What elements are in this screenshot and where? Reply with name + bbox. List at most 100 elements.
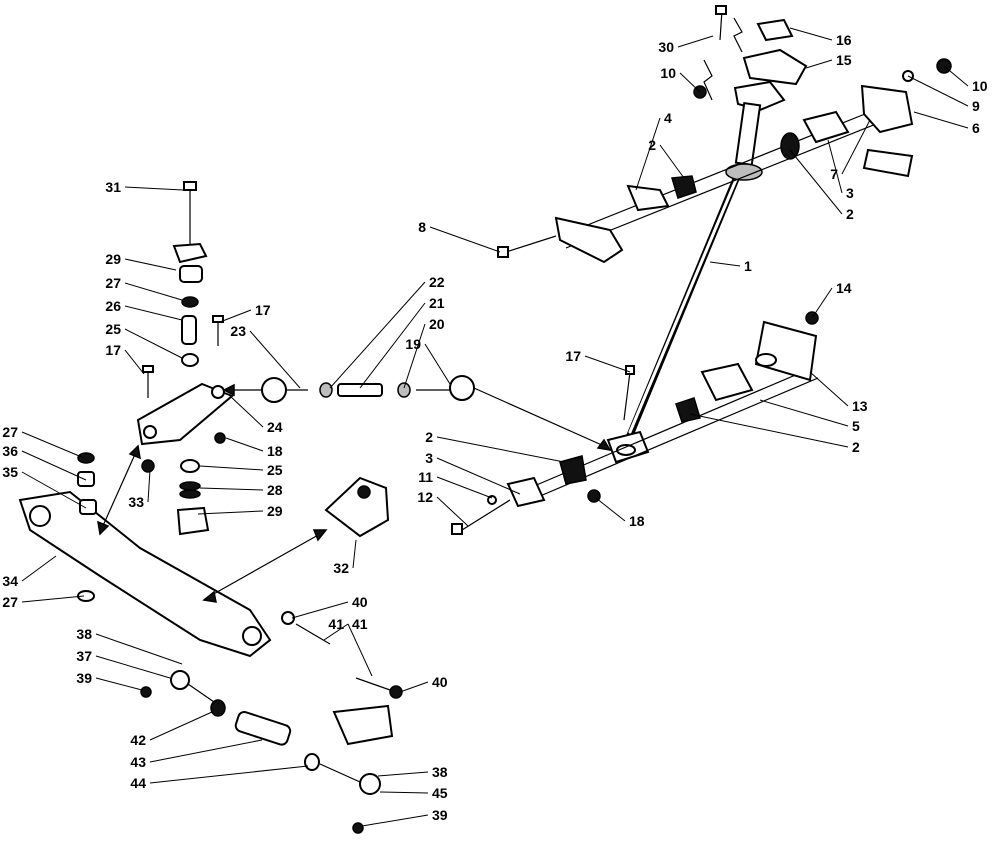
callout-c33: 33 — [128, 494, 144, 510]
callout-c6: 6 — [972, 120, 980, 136]
callout-c19: 19 — [405, 336, 421, 352]
callout-c29b: 29 — [267, 503, 283, 519]
leader-line-c3a — [827, 139, 843, 194]
callout-c18a: 18 — [267, 443, 283, 459]
leader-line-c38b — [377, 771, 429, 777]
callout-c36: 36 — [2, 443, 18, 459]
leader-line-c27c — [21, 595, 85, 603]
leader-line-c32 — [352, 539, 357, 569]
leader-line-c36 — [21, 450, 87, 481]
callout-c15: 15 — [836, 52, 852, 68]
callout-c22: 22 — [429, 274, 445, 290]
callout-c40a: 40 — [352, 594, 368, 610]
leader-line-c38a — [95, 633, 183, 665]
leader-line-c17b — [124, 349, 145, 375]
callout-c39a: 39 — [76, 670, 92, 686]
callout-c10a: 10 — [660, 65, 676, 81]
leader-line-c29b — [197, 510, 264, 515]
leader-line-c11 — [436, 476, 493, 499]
callout-c41a: 41 — [352, 616, 368, 632]
callout-c27b: 27 — [2, 424, 18, 440]
callout-c30: 30 — [658, 39, 674, 55]
callout-c23: 23 — [230, 323, 246, 339]
callout-c38b: 38 — [432, 764, 448, 780]
leader-line-c45 — [379, 791, 429, 794]
callout-c10b: 10 — [972, 78, 988, 94]
leader-line-c13 — [809, 371, 849, 407]
callout-c2c: 2 — [852, 439, 860, 455]
leader-line-c24 — [229, 395, 264, 428]
leader-line-c9 — [907, 75, 969, 107]
leader-line-c20 — [403, 323, 426, 389]
leader-line-c2c — [689, 413, 849, 448]
leader-line-c3b — [436, 457, 521, 495]
callout-c7: 7 — [830, 166, 838, 182]
leader-line-c18a — [225, 437, 264, 452]
leader-line-c25b — [199, 465, 264, 471]
callout-c12: 12 — [417, 489, 433, 505]
callout-c16: 16 — [836, 32, 852, 48]
leader-line-c7 — [841, 119, 871, 175]
leader-line-c2a — [659, 144, 685, 179]
tie-plate — [18, 444, 272, 658]
callout-c41b: 41 — [328, 616, 344, 632]
leader-line-c40b — [399, 681, 429, 693]
leader-line-c16 — [789, 27, 833, 41]
leader-line-c15 — [805, 59, 833, 69]
callout-c27a: 27 — [105, 275, 121, 291]
leader-line-c10b — [943, 65, 969, 87]
callout-c2a: 2 — [648, 137, 656, 153]
leader-line-c39b — [361, 814, 429, 827]
callout-c21: 21 — [429, 295, 445, 311]
leader-line-c41b — [347, 623, 373, 677]
leader-line-c42 — [149, 711, 213, 741]
callout-c3b: 3 — [425, 450, 433, 466]
leader-line-c27b — [21, 431, 85, 459]
callout-c17b: 17 — [105, 342, 121, 358]
leader-line-c12 — [436, 496, 469, 527]
callout-c43: 43 — [130, 754, 146, 770]
leader-line-c41a — [323, 623, 349, 641]
leader-line-c25a — [124, 328, 183, 359]
callout-c26: 26 — [105, 298, 121, 314]
leader-line-c31 — [124, 186, 184, 191]
leader-line-c27a — [124, 282, 183, 301]
tie-rod — [140, 611, 403, 834]
callout-c9: 9 — [972, 98, 980, 114]
callout-c1: 1 — [744, 258, 752, 274]
callout-c35: 35 — [2, 464, 18, 480]
drag-link — [222, 375, 612, 452]
callout-c18b: 18 — [629, 513, 645, 529]
callout-c17c: 17 — [565, 348, 581, 364]
callout-c20: 20 — [429, 316, 445, 332]
leader-line-c17c — [584, 355, 631, 373]
steering-post — [606, 80, 786, 464]
callout-c2b: 2 — [846, 206, 854, 222]
leader-line-c17a — [219, 309, 252, 323]
callout-c44: 44 — [130, 775, 146, 791]
leader-line-c5 — [759, 399, 849, 427]
leader-line-c28 — [199, 487, 264, 491]
callout-c38a: 38 — [76, 626, 92, 642]
callout-c2d: 2 — [425, 429, 433, 445]
leader-line-c18b — [595, 497, 626, 522]
pitman-arm — [136, 181, 234, 536]
leader-line-c19 — [424, 343, 451, 385]
callout-c13: 13 — [852, 398, 868, 414]
leader-line-c35 — [21, 471, 87, 509]
callout-c8: 8 — [418, 219, 426, 235]
callout-c32: 32 — [333, 560, 349, 576]
leader-line-c14 — [811, 287, 833, 319]
leader-line-c33 — [147, 469, 151, 503]
leader-line-c2d — [436, 436, 565, 463]
callout-c25b: 25 — [267, 462, 283, 478]
leader-line-c1 — [709, 261, 741, 267]
callout-c3a: 3 — [846, 185, 854, 201]
leader-line-c10a — [679, 72, 701, 93]
leader-line-c43 — [149, 739, 263, 763]
leader-line-c39a — [95, 677, 143, 691]
callout-c40b: 40 — [432, 674, 448, 690]
callout-c27c: 27 — [2, 594, 18, 610]
leader-line-c40a — [291, 601, 349, 619]
